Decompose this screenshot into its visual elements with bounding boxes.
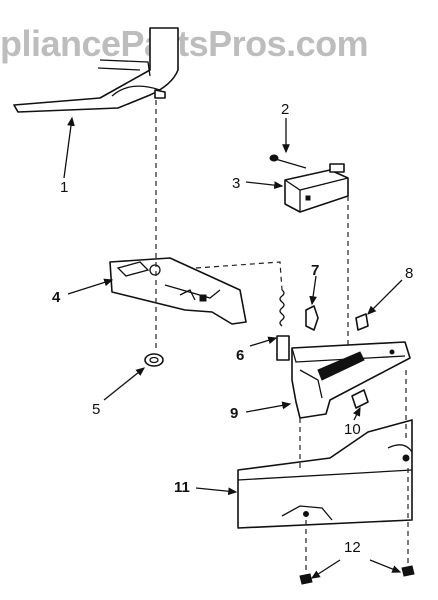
callout-labels: 1 2 3 4 5 6 7 8 9 10 11 12 <box>52 101 413 556</box>
leader-lines <box>63 116 403 579</box>
part-6-spring <box>276 289 290 361</box>
callout-3: 3 <box>232 175 240 192</box>
callout-2: 2 <box>281 101 289 118</box>
watermark-text: pliancePartsPros.com <box>0 23 369 64</box>
part-2-screw <box>269 154 307 169</box>
callout-6: 6 <box>236 347 244 364</box>
callout-10: 10 <box>344 421 361 438</box>
callout-4: 4 <box>52 289 61 306</box>
part-3-switch <box>284 163 349 213</box>
callout-7: 7 <box>311 262 319 279</box>
callout-12: 12 <box>344 539 361 556</box>
callout-5: 5 <box>92 401 100 418</box>
part-1-cover <box>13 27 179 113</box>
callout-8: 8 <box>405 265 413 282</box>
part-5-washer <box>144 353 164 367</box>
part-7-clip <box>305 305 319 331</box>
part-9-housing <box>291 341 411 419</box>
part-10-tab <box>351 389 369 409</box>
part-8-bracket <box>355 313 369 331</box>
callout-11: 11 <box>174 479 190 496</box>
part-4-bracket <box>109 257 247 325</box>
part-12-screws <box>299 565 415 585</box>
callout-1: 1 <box>60 179 68 196</box>
part-11-panel <box>237 419 413 529</box>
assembly-lines <box>155 100 409 574</box>
callout-9: 9 <box>230 405 238 422</box>
